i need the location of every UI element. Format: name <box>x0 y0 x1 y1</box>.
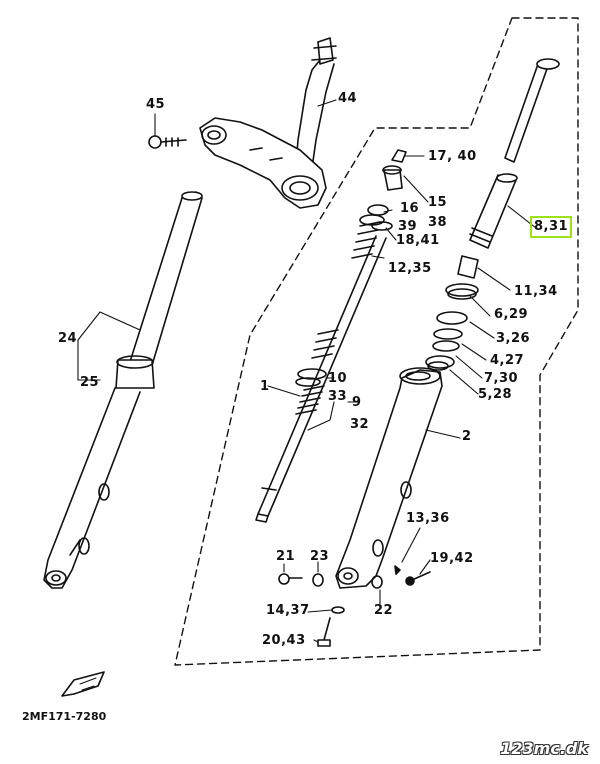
outer-tube-part <box>335 367 443 589</box>
seal-stack-part <box>425 255 479 371</box>
callout-17-40: 17, 40 <box>428 149 477 164</box>
left-fork-part <box>43 191 203 589</box>
washer-14-part <box>331 606 345 614</box>
rebound-spring-part <box>295 221 381 415</box>
callout-13-36: 13,36 <box>406 511 450 526</box>
callout-11-34: 11,34 <box>514 284 558 299</box>
fork-spring-part <box>504 58 560 163</box>
washer-23-part <box>312 573 324 587</box>
callout-33: 33 <box>328 389 348 404</box>
callout-10: 10 <box>328 371 348 386</box>
callout-45: 45 <box>146 97 166 112</box>
gasket-22-part <box>371 575 383 589</box>
callout-2: 2 <box>462 429 472 444</box>
steering-stem-part <box>295 37 337 169</box>
callout-23: 23 <box>310 549 330 564</box>
callout-14-37: 14,37 <box>266 603 310 618</box>
callout-6-29: 6,29 <box>494 307 529 322</box>
callout-18-41: 18,41 <box>396 233 440 248</box>
callout-8-31: 8,31 <box>529 216 573 238</box>
callout-16: 16 <box>400 201 420 216</box>
callout-20-43: 20,43 <box>262 633 306 648</box>
diagram-code: 2MF171-7280 <box>22 710 107 723</box>
dashed-assembly-boundary <box>174 17 579 666</box>
callout-15: 15 <box>428 195 448 210</box>
callout-32: 32 <box>350 417 370 432</box>
callout-4-27: 4,27 <box>490 353 525 368</box>
callout-44: 44 <box>338 91 358 106</box>
fork-tube-part <box>469 173 518 249</box>
callout-5-28: 5,28 <box>478 387 513 402</box>
bolt-45-part <box>148 135 187 149</box>
callout-7-30: 7,30 <box>484 371 519 386</box>
damper-rod-part <box>255 235 387 523</box>
watermark-logo: 123mc.dk <box>500 739 588 758</box>
callout-25: 25 <box>80 375 100 390</box>
callout-24: 24 <box>58 331 78 346</box>
bolt-20-part <box>317 617 331 647</box>
screw-13-part <box>394 565 401 575</box>
cap-bolt-part <box>359 149 407 231</box>
callout-21: 21 <box>276 549 296 564</box>
callout-12-35: 12,35 <box>388 261 432 276</box>
callout-3-26: 3,26 <box>496 331 531 346</box>
callout-1: 1 <box>260 379 270 394</box>
washer-33-part <box>295 377 321 387</box>
callout-22: 22 <box>374 603 394 618</box>
callout-19-42: 19,42 <box>430 551 474 566</box>
callout-39: 39 <box>398 219 418 234</box>
callout-38: 38 <box>428 215 448 230</box>
bolt-21-part <box>278 573 303 585</box>
bolt-19-part <box>405 571 431 586</box>
callout-9: 9 <box>352 395 362 410</box>
under-bracket-part <box>199 117 327 209</box>
front-direction-logo <box>61 671 105 697</box>
